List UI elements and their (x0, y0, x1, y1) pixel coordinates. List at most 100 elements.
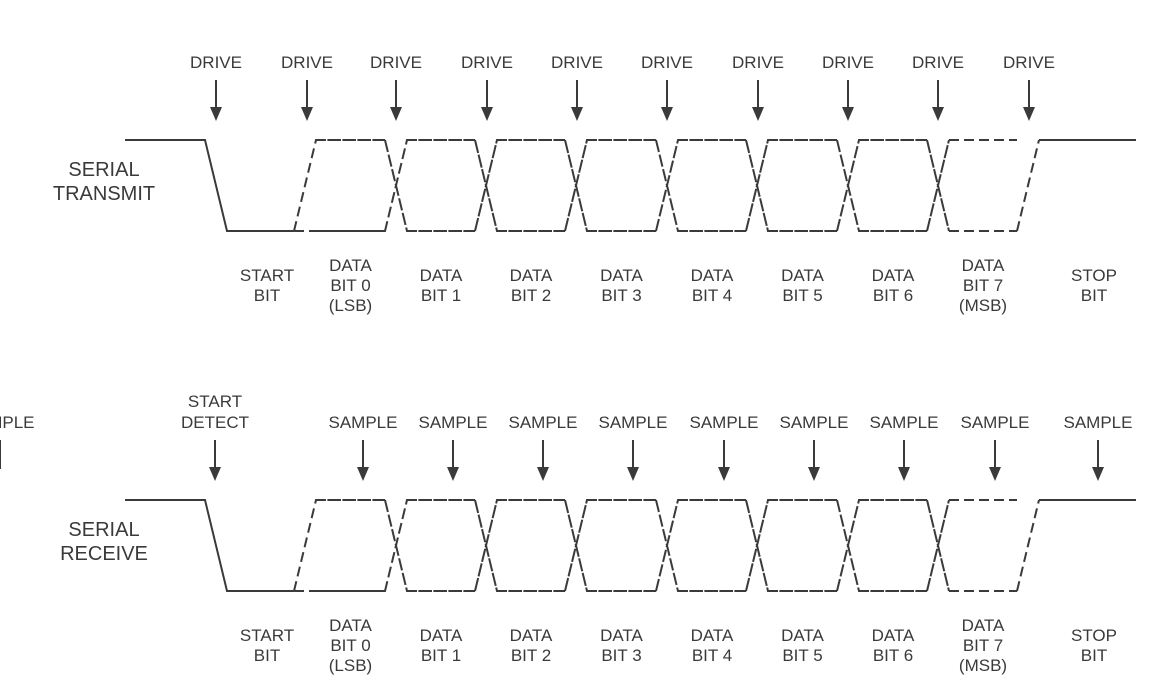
transmit-marker-label-6-line-0: DRIVE (732, 53, 784, 72)
transmit-marker-label-9-line-0: DRIVE (1003, 53, 1055, 72)
transmit-bit-label-8-line-1: BIT 7 (963, 276, 1003, 295)
transmit-bit-label-1-line-0: DATA (329, 256, 372, 275)
transmit-bit-label-3-line-0: DATA (510, 266, 553, 285)
receive-marker-arrow-0-head (209, 467, 221, 481)
receive-bit-label-0-line-1: BIT (254, 646, 280, 665)
receive-marker-arrow-4-head (627, 467, 639, 481)
transmit-marker-arrow-3 (481, 80, 493, 121)
receive-bit-label-3-line-1: BIT 2 (511, 646, 551, 665)
transmit-marker-label-7-line-0: DRIVE (822, 53, 874, 72)
receive-marker-arrow-7 (898, 440, 910, 481)
transmit-marker-label-1-line-0: DRIVE (281, 53, 333, 72)
transmit-bit-label-8-line-0: DATA (962, 256, 1005, 275)
receive-marker-label-6-line-0: SAMPLE (780, 413, 849, 432)
receive-marker-arrow-9 (1092, 440, 1104, 481)
transmit-marker-label-3-line-0: DRIVE (461, 53, 513, 72)
receive-marker-arrow-3-head (537, 467, 549, 481)
transmit-marker-arrow-7 (842, 80, 854, 121)
receive-bit-label-6-line-1: BIT 5 (782, 646, 822, 665)
transmit-marker-arrow-8 (932, 80, 944, 121)
receive-bit-label-4-line-0: DATA (600, 626, 643, 645)
receive-bit-label-4-line-1: BIT 3 (601, 646, 641, 665)
transmit-signal-label-line-0: SERIAL (68, 159, 139, 181)
receive-marker-arrow-4 (627, 440, 639, 481)
receive-bit-label-2-line-0: DATA (420, 626, 463, 645)
transmit-bit-label-8-line-2: (MSB) (959, 296, 1007, 315)
receive-marker-label-1-line-0: SAMPLE (329, 413, 398, 432)
transmit-marker-label-2-line-0: DRIVE (370, 53, 422, 72)
transmit-bit-label-2-line-1: BIT 1 (421, 286, 461, 305)
receive-bit-label-6-line-0: DATA (781, 626, 824, 645)
receive-bit-label-2-line-1: BIT 1 (421, 646, 461, 665)
receive-marker-arrow-6-head (808, 467, 820, 481)
receive-marker-label-2-line-0: SAMPLE (419, 413, 488, 432)
receive-marker-arrow-1 (357, 440, 369, 481)
transmit-marker-arrow-0 (210, 80, 222, 121)
receive-bit-label-3-line-0: DATA (510, 626, 553, 645)
transmit-bit-label-9-line-0: STOP (1071, 266, 1117, 285)
receive-bit-label-9-line-0: STOP (1071, 626, 1117, 645)
transmit-bit-label-6-line-1: BIT 5 (782, 286, 822, 305)
transmit-marker-arrow-4 (571, 80, 583, 121)
receive-marker-arrow-0 (209, 440, 221, 481)
transmit-bit-label-0-line-0: START (240, 266, 294, 285)
transmit-marker-arrow-4-head (571, 107, 583, 121)
receive-marker-arrow-5-head (718, 467, 730, 481)
transmit-signal-label-line-1: TRANSMIT (53, 183, 155, 205)
transmit-marker-arrow-8-head (932, 107, 944, 121)
receive-data-bits (293, 499, 1040, 592)
receive-marker-label-8-line-0: SAMPLE (961, 413, 1030, 432)
transmit-bit-label-4-line-0: DATA (600, 266, 643, 285)
transmit-bit-label-7-line-0: DATA (872, 266, 915, 285)
transmit-bit-label-2-line-0: DATA (420, 266, 463, 285)
receive-bit-label-0-line-0: START (240, 626, 294, 645)
transmit-marker-arrow-9-head (1023, 107, 1035, 121)
receive-bit-label-5-line-1: BIT 4 (692, 646, 732, 665)
receive-marker-arrow-9-head (1092, 467, 1104, 481)
transmit-marker-arrow-5 (661, 80, 673, 121)
transmit-marker-arrow-2-head (390, 107, 402, 121)
receive-waveform (125, 499, 1136, 592)
receive-marker-label-5-line-0: SAMPLE (690, 413, 759, 432)
transmit-marker-arrow-2 (390, 80, 402, 121)
transmit-data-bits (293, 139, 1040, 232)
transmit-marker-arrow-6 (752, 80, 764, 121)
receive-signal-label-line-1: RECEIVE (60, 543, 148, 565)
receive-bit-label-1-line-1: BIT 0 (330, 636, 370, 655)
receive-marker-label-0-line-1: DETECT (181, 413, 249, 432)
transmit-bit-label-1-line-1: BIT 0 (330, 276, 370, 295)
transmit-bit-label-4-line-1: BIT 3 (601, 286, 641, 305)
receive-bit-label-1-line-0: DATA (329, 616, 372, 635)
receive-marker-arrow-6 (808, 440, 820, 481)
transmit-marker-label-5-line-0: DRIVE (641, 53, 693, 72)
transmit-marker-label-4-line-0: DRIVE (551, 53, 603, 72)
transmit-bit-label-5-line-1: BIT 4 (692, 286, 732, 305)
receive-signal-label-line-0: SERIAL (68, 519, 139, 541)
transmit-bit-label-5-line-0: DATA (691, 266, 734, 285)
transmit-bit-label-3-line-1: BIT 2 (511, 286, 551, 305)
receive-bit-label-5-line-0: DATA (691, 626, 734, 645)
receive-marker-arrow-3 (537, 440, 549, 481)
transmit-bit-label-0-line-1: BIT (254, 286, 280, 305)
transmit-marker-arrow-0-head (210, 107, 222, 121)
receive-bit-label-1-line-2: (LSB) (329, 656, 372, 675)
transmit-waveform (125, 139, 1136, 232)
transmit-marker-arrow-1 (301, 80, 313, 121)
receive-marker-arrow-2-head (447, 467, 459, 481)
receive-start-edge (125, 499, 294, 592)
transmit-marker-arrow-3-head (481, 107, 493, 121)
transmit-marker-arrow-5-head (661, 107, 673, 121)
receive-bit-label-8-line-0: DATA (962, 616, 1005, 635)
receive-marker-arrow-1-head (357, 467, 369, 481)
receive-marker-arrow-7-head (898, 467, 910, 481)
transmit-marker-label-0-line-0: DRIVE (190, 53, 242, 72)
receive-marker-arrow-8-head (989, 467, 1001, 481)
receive-marker-label-10-line-0: SAMPLE (0, 413, 34, 432)
receive-bit-label-8-line-2: (MSB) (959, 656, 1007, 675)
transmit-bit-label-1-line-2: (LSB) (329, 296, 372, 315)
receive-marker-label-3-line-0: SAMPLE (509, 413, 578, 432)
transmit-marker-arrow-1-head (301, 107, 313, 121)
